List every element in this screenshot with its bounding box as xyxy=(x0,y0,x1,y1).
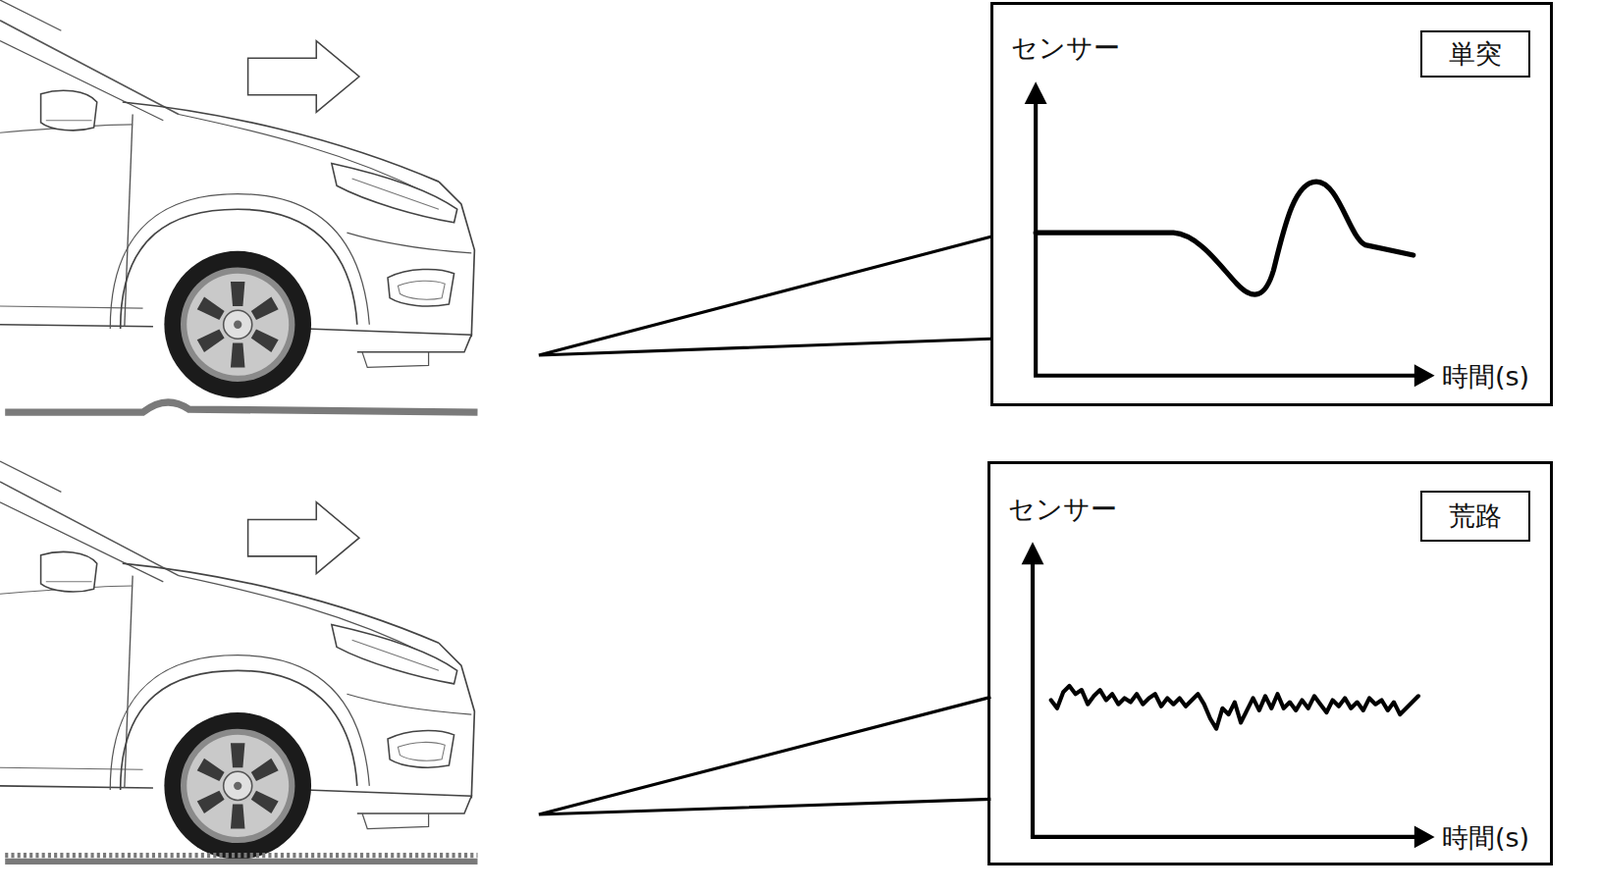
road-type-label: 荒路 xyxy=(1420,490,1531,542)
callout-line xyxy=(538,236,992,356)
axis-label-x: 時間(s) xyxy=(1441,361,1530,393)
x-axis xyxy=(1033,373,1421,378)
y-axis xyxy=(1033,98,1038,376)
axis-arrowhead xyxy=(1414,825,1436,849)
axis-label-y: センサー xyxy=(1011,32,1120,64)
car-illustration xyxy=(0,461,475,860)
label-text: 荒路 xyxy=(1448,500,1502,533)
axis-arrowhead xyxy=(1024,81,1048,105)
sensor-signal xyxy=(1051,686,1419,730)
axis-label-y: センサー xyxy=(1008,493,1118,526)
x-axis xyxy=(1030,835,1421,840)
rough-road-texture xyxy=(4,853,478,858)
axis-label-x: 時間(s) xyxy=(1441,822,1530,854)
label-text: 単突 xyxy=(1448,38,1502,70)
single-bump-road xyxy=(4,402,478,413)
graph-panel: センサー時間(s) 荒路 xyxy=(987,461,1553,866)
rough-road xyxy=(4,858,478,865)
callout-line xyxy=(538,696,992,815)
y-axis xyxy=(1030,558,1035,838)
road-type-label: 単突 xyxy=(1420,30,1531,78)
axis-arrowhead xyxy=(1021,541,1045,565)
graph-panel: センサー時間(s) 単突 xyxy=(990,1,1553,407)
car-illustration xyxy=(0,0,475,399)
axis-arrowhead xyxy=(1414,364,1436,387)
sensor-signal xyxy=(1035,181,1414,295)
